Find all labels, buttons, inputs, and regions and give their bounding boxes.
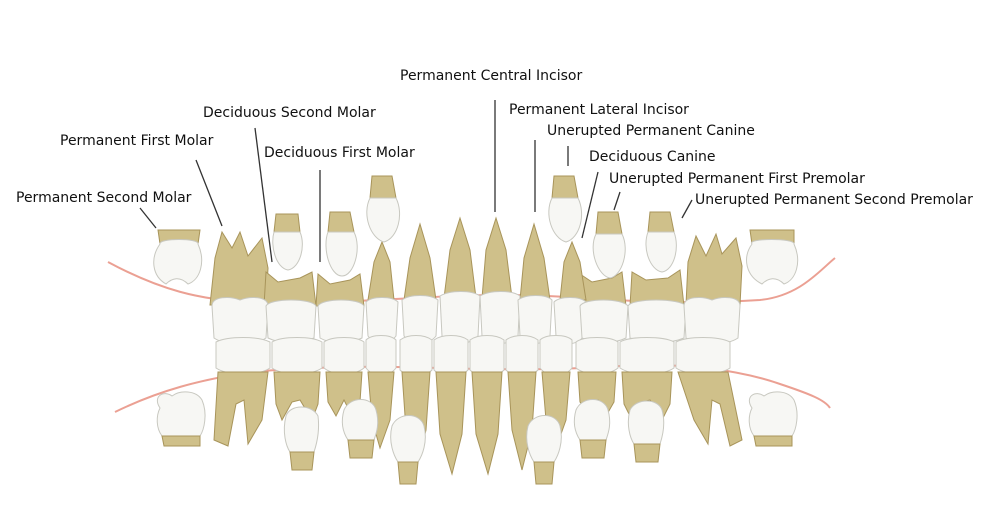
label-deciduous-first-molar: Deciduous First Molar xyxy=(264,145,415,161)
unerupted-upper-teeth xyxy=(153,175,799,285)
lower-left-deciduous-second-molar-crown xyxy=(271,337,323,375)
right-deciduous-first-molar-crown xyxy=(579,299,629,343)
upper-left-permanent-second-molar xyxy=(153,229,203,285)
left-permanent-first-molar-root xyxy=(209,230,269,306)
lower-right-second-premolar xyxy=(627,400,665,463)
upper-left-second-premolar xyxy=(272,213,303,271)
leader-deciduous-canine xyxy=(581,171,599,239)
upper-left-first-premolar xyxy=(325,211,358,277)
lower-right-central-incisor-root xyxy=(471,371,503,476)
label-unerupted-permanent-first-premolar: Unerupted Permanent First Premolar xyxy=(609,171,865,187)
label-deciduous-canine: Deciduous Canine xyxy=(589,149,716,165)
label-unerupted-permanent-canine: Unerupted Permanent Canine xyxy=(547,123,755,139)
lower-right-central-incisor-crown xyxy=(469,335,505,377)
upper-right-permanent-canine xyxy=(548,175,582,243)
right-permanent-first-molar-crown xyxy=(683,297,741,345)
labels: Permanent Central Incisor Permanent Late… xyxy=(16,68,973,208)
right-permanent-first-molar-root xyxy=(685,232,743,306)
right-deciduous-second-molar-crown xyxy=(627,299,687,343)
unerupted-lower-teeth xyxy=(156,391,798,485)
leader-unerupted-permanent-second-premolar xyxy=(681,199,693,219)
leader-deciduous-second-molar xyxy=(254,127,273,263)
lower-crowns xyxy=(215,335,731,377)
upper-right-second-premolar xyxy=(645,211,677,273)
leader-lines xyxy=(139,100,693,263)
label-deciduous-second-molar: Deciduous Second Molar xyxy=(203,105,376,121)
leader-unerupted-permanent-first-premolar xyxy=(613,191,621,211)
lower-left-central-incisor-root xyxy=(435,371,467,476)
lower-right-first-premolar xyxy=(573,399,611,459)
label-permanent-central-incisor: Permanent Central Incisor xyxy=(400,68,582,84)
right-deciduous-canine-root xyxy=(559,240,587,301)
right-lateral-incisor-root xyxy=(519,222,551,301)
lower-left-central-incisor-crown xyxy=(433,335,469,377)
lower-left-deciduous-first-molar-crown xyxy=(323,337,365,375)
lower-left-permanent-first-molar-crown xyxy=(215,337,271,375)
lower-left-deciduous-canine-crown xyxy=(365,335,397,376)
lower-right-deciduous-second-molar-crown xyxy=(619,337,675,375)
upper-left-permanent-canine xyxy=(366,175,400,243)
lower-right-lateral-incisor-crown xyxy=(505,335,539,377)
label-permanent-first-molar: Permanent First Molar xyxy=(60,133,214,149)
upper-right-permanent-second-molar xyxy=(746,229,799,285)
lower-right-lateral-incisor-root xyxy=(507,371,537,471)
lower-left-second-premolar xyxy=(283,406,319,471)
lower-right-deciduous-first-molar-crown xyxy=(575,337,619,375)
lower-right-permanent-first-molar-root xyxy=(677,371,743,447)
left-lateral-incisor-root xyxy=(403,222,437,301)
right-central-incisor-root xyxy=(481,216,513,299)
upper-roots xyxy=(209,216,743,307)
label-permanent-second-molar: Permanent Second Molar xyxy=(16,190,192,206)
lower-right-deciduous-canine-crown xyxy=(539,335,573,376)
left-deciduous-first-molar-crown xyxy=(317,299,365,343)
left-central-incisor-root xyxy=(443,216,477,299)
upper-crowns xyxy=(211,291,741,345)
lower-left-permanent-second-molar xyxy=(156,391,206,447)
left-deciduous-canine-root xyxy=(367,240,395,301)
left-permanent-first-molar-crown xyxy=(211,297,269,345)
lower-left-first-premolar xyxy=(341,399,379,459)
upper-right-first-premolar xyxy=(592,211,626,279)
lower-right-permanent-canine xyxy=(526,415,562,485)
lower-right-permanent-second-molar xyxy=(748,391,798,447)
lower-right-permanent-first-molar-crown xyxy=(675,337,731,375)
label-permanent-lateral-incisor: Permanent Lateral Incisor xyxy=(509,102,689,118)
lower-left-lateral-incisor-crown xyxy=(399,335,433,377)
leader-permanent-second-molar xyxy=(139,207,157,229)
leader-permanent-first-molar xyxy=(195,159,223,227)
left-deciduous-second-molar-crown xyxy=(265,299,317,343)
label-unerupted-permanent-second-premolar: Unerupted Permanent Second Premolar xyxy=(695,192,973,208)
lower-left-permanent-first-molar-root xyxy=(213,371,269,447)
lower-left-permanent-canine xyxy=(390,415,426,485)
